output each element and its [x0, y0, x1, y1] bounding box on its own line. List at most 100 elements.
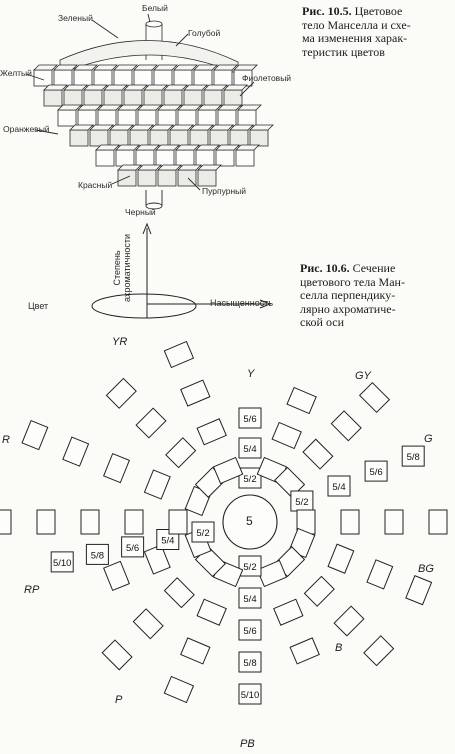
- solid-block: [237, 109, 257, 127]
- chip-frame: [333, 605, 365, 637]
- chroma-chip: [163, 340, 195, 369]
- hue-label-yr: YR: [112, 336, 128, 348]
- label-black: Черный: [125, 207, 156, 217]
- solid-block-top: [83, 84, 108, 91]
- solid-block: [217, 109, 237, 127]
- chroma-chip: [124, 509, 144, 535]
- solid-block-top: [63, 84, 88, 91]
- chroma-chip: [80, 509, 100, 535]
- chip-frame: [191, 521, 215, 543]
- chroma-chip: [302, 438, 334, 470]
- chroma-chip: [62, 436, 90, 467]
- chip-frame: [271, 421, 302, 450]
- hue-label-bg: BG: [418, 563, 434, 575]
- solid-block: [197, 169, 217, 187]
- chip-frame: [168, 509, 188, 535]
- solid-block: [197, 109, 217, 127]
- solid-block: [213, 69, 233, 87]
- solid-block: [117, 169, 137, 187]
- solid-block: [113, 69, 133, 87]
- solid-block-top: [195, 144, 220, 151]
- solid-block: [89, 129, 109, 147]
- chroma-chip: [273, 598, 304, 626]
- solid-block-top: [223, 84, 248, 91]
- chip-label: 5/8: [91, 550, 104, 561]
- solid-block-top: [175, 144, 200, 151]
- solid-block-top: [103, 84, 128, 91]
- caption-line: селла перпендику-: [300, 288, 396, 302]
- hue-label-p: P: [115, 694, 123, 706]
- hue-label-y: Y: [247, 368, 255, 380]
- chip-frame: [80, 509, 100, 535]
- chip-frame: [330, 410, 362, 442]
- solid-block: [235, 149, 255, 167]
- hue-label-g: G: [424, 433, 433, 445]
- chroma-chip: [363, 635, 395, 667]
- munsell-solid-illustration: [25, 13, 274, 210]
- chip-frame: [256, 559, 288, 588]
- solid-block-top: [57, 104, 82, 111]
- chroma-chip: [405, 575, 433, 606]
- chip-label: 5/6: [126, 543, 139, 554]
- chroma-chip: [143, 469, 171, 500]
- solid-block-top: [53, 64, 78, 71]
- chip-label: 5/4: [243, 444, 256, 455]
- solid-block-top: [129, 124, 154, 131]
- chip-frame: [0, 509, 12, 535]
- chip-frame: [165, 437, 197, 469]
- chip-label: 5/8: [407, 452, 420, 463]
- chip-frame: [163, 340, 195, 369]
- label-purple: Пурпурный: [202, 186, 247, 196]
- chip-frame: [364, 460, 388, 482]
- chroma-chip-labeled: 5/2: [290, 490, 314, 512]
- solid-block-top: [149, 124, 174, 131]
- solid-block: [77, 109, 97, 127]
- solid-block: [175, 149, 195, 167]
- solid-block: [153, 69, 173, 87]
- chip-frame: [340, 509, 360, 535]
- chip-label: 5/4: [161, 536, 174, 547]
- chip-frame: [180, 637, 211, 665]
- solid-block-top: [215, 144, 240, 151]
- chip-frame: [405, 575, 433, 606]
- solid-block-top: [213, 64, 238, 71]
- solid-block-top: [89, 124, 114, 131]
- chroma-chip: [340, 509, 360, 535]
- solid-block: [103, 89, 123, 107]
- solid-block-top: [77, 104, 102, 111]
- hue-label-b: B: [335, 642, 343, 654]
- chip-frame: [302, 438, 334, 470]
- chroma-chip: [428, 509, 448, 535]
- caption-line: ской оси: [300, 315, 345, 329]
- chroma-chip: [271, 421, 302, 450]
- solid-block-top: [163, 84, 188, 91]
- chroma-chip: [165, 437, 197, 469]
- hue-label-r: R: [2, 434, 10, 446]
- chip-frame: [401, 445, 425, 467]
- chip-frame: [21, 419, 49, 451]
- solid-block-top: [169, 124, 194, 131]
- solid-block-top: [233, 64, 258, 71]
- solid-block-top: [43, 84, 68, 91]
- solid-block: [123, 89, 143, 107]
- label-red: Красный: [78, 180, 113, 190]
- chip-frame: [85, 543, 109, 565]
- solid-block: [209, 129, 229, 147]
- solid-block-top: [155, 144, 180, 151]
- solid-block: [203, 89, 223, 107]
- chip-label: 5/8: [243, 658, 256, 669]
- chip-frame: [196, 598, 227, 626]
- chip-frame: [124, 509, 144, 535]
- chip-frame: [238, 467, 262, 489]
- solid-block: [57, 109, 77, 127]
- chip-frame: [143, 469, 171, 500]
- solid-block: [189, 129, 209, 147]
- caption-number: Рис. 10.5.: [302, 4, 352, 18]
- chroma-chip-labeled: 5/4: [238, 587, 262, 609]
- chip-frame: [358, 381, 391, 414]
- chip-label: 5/2: [295, 497, 308, 508]
- chroma-chip: [180, 379, 211, 407]
- saturation-axis-label: Насыщенность: [210, 298, 274, 308]
- solid-block: [157, 169, 177, 187]
- chroma-chip: [103, 560, 130, 592]
